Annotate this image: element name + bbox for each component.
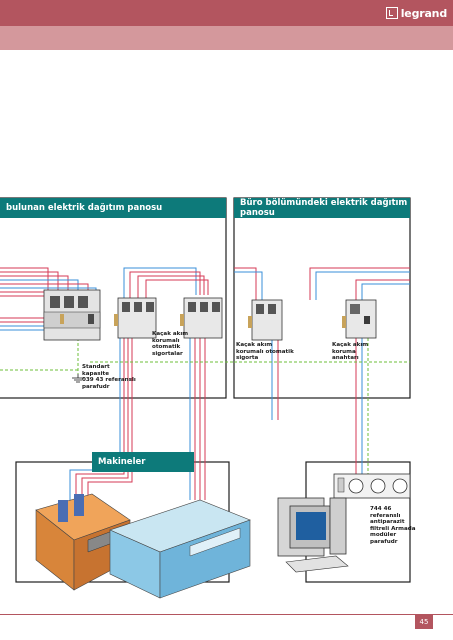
- machine-blue-cabinet: [109, 499, 251, 599]
- footer-rule: [0, 614, 453, 615]
- rcd-switch-office: [342, 299, 377, 339]
- desktop-computer: [277, 497, 349, 573]
- header-band: [0, 0, 453, 26]
- machine-orange-press: [35, 493, 131, 591]
- right-panel-title: Büro bölümündeki elektrik dağıtım panosu: [234, 198, 410, 218]
- ground-icon: [72, 374, 84, 383]
- rcbo-breaker-office: [248, 299, 283, 341]
- right-panel-wires: [234, 267, 410, 478]
- label-rcbo-office: Kaçak akım korumalı otomatik sigorta: [236, 342, 294, 362]
- machines-title: Makineler: [92, 452, 194, 472]
- label-rcd-switch: Kaçak akım koruma anahtarı: [332, 342, 369, 362]
- label-rcbo-left: Kaçak akım korumalı otomatik sigortalar: [152, 331, 189, 357]
- surge-protector-breaker: [43, 289, 101, 341]
- legrand-logo-text: legrand: [400, 6, 447, 20]
- earth-wire: [0, 338, 410, 478]
- rcbo-breaker-2: [180, 297, 223, 339]
- socket-strip: [333, 473, 411, 499]
- left-panel-title: bulunan elektrik dağıtım panosu: [0, 198, 226, 218]
- legrand-mark-icon: [385, 7, 398, 19]
- label-armada-surge: 744 46 referanslı antiparazit filtreli A…: [370, 506, 416, 545]
- right-panel-frame: [233, 197, 411, 399]
- page-number: 45: [415, 615, 433, 629]
- label-surge-protector: Standart kapasite 039 43 referanslı para…: [82, 364, 136, 390]
- rcbo-breaker-1: [114, 297, 157, 339]
- header-subband: [0, 26, 453, 50]
- legrand-logo: legrand: [385, 6, 447, 20]
